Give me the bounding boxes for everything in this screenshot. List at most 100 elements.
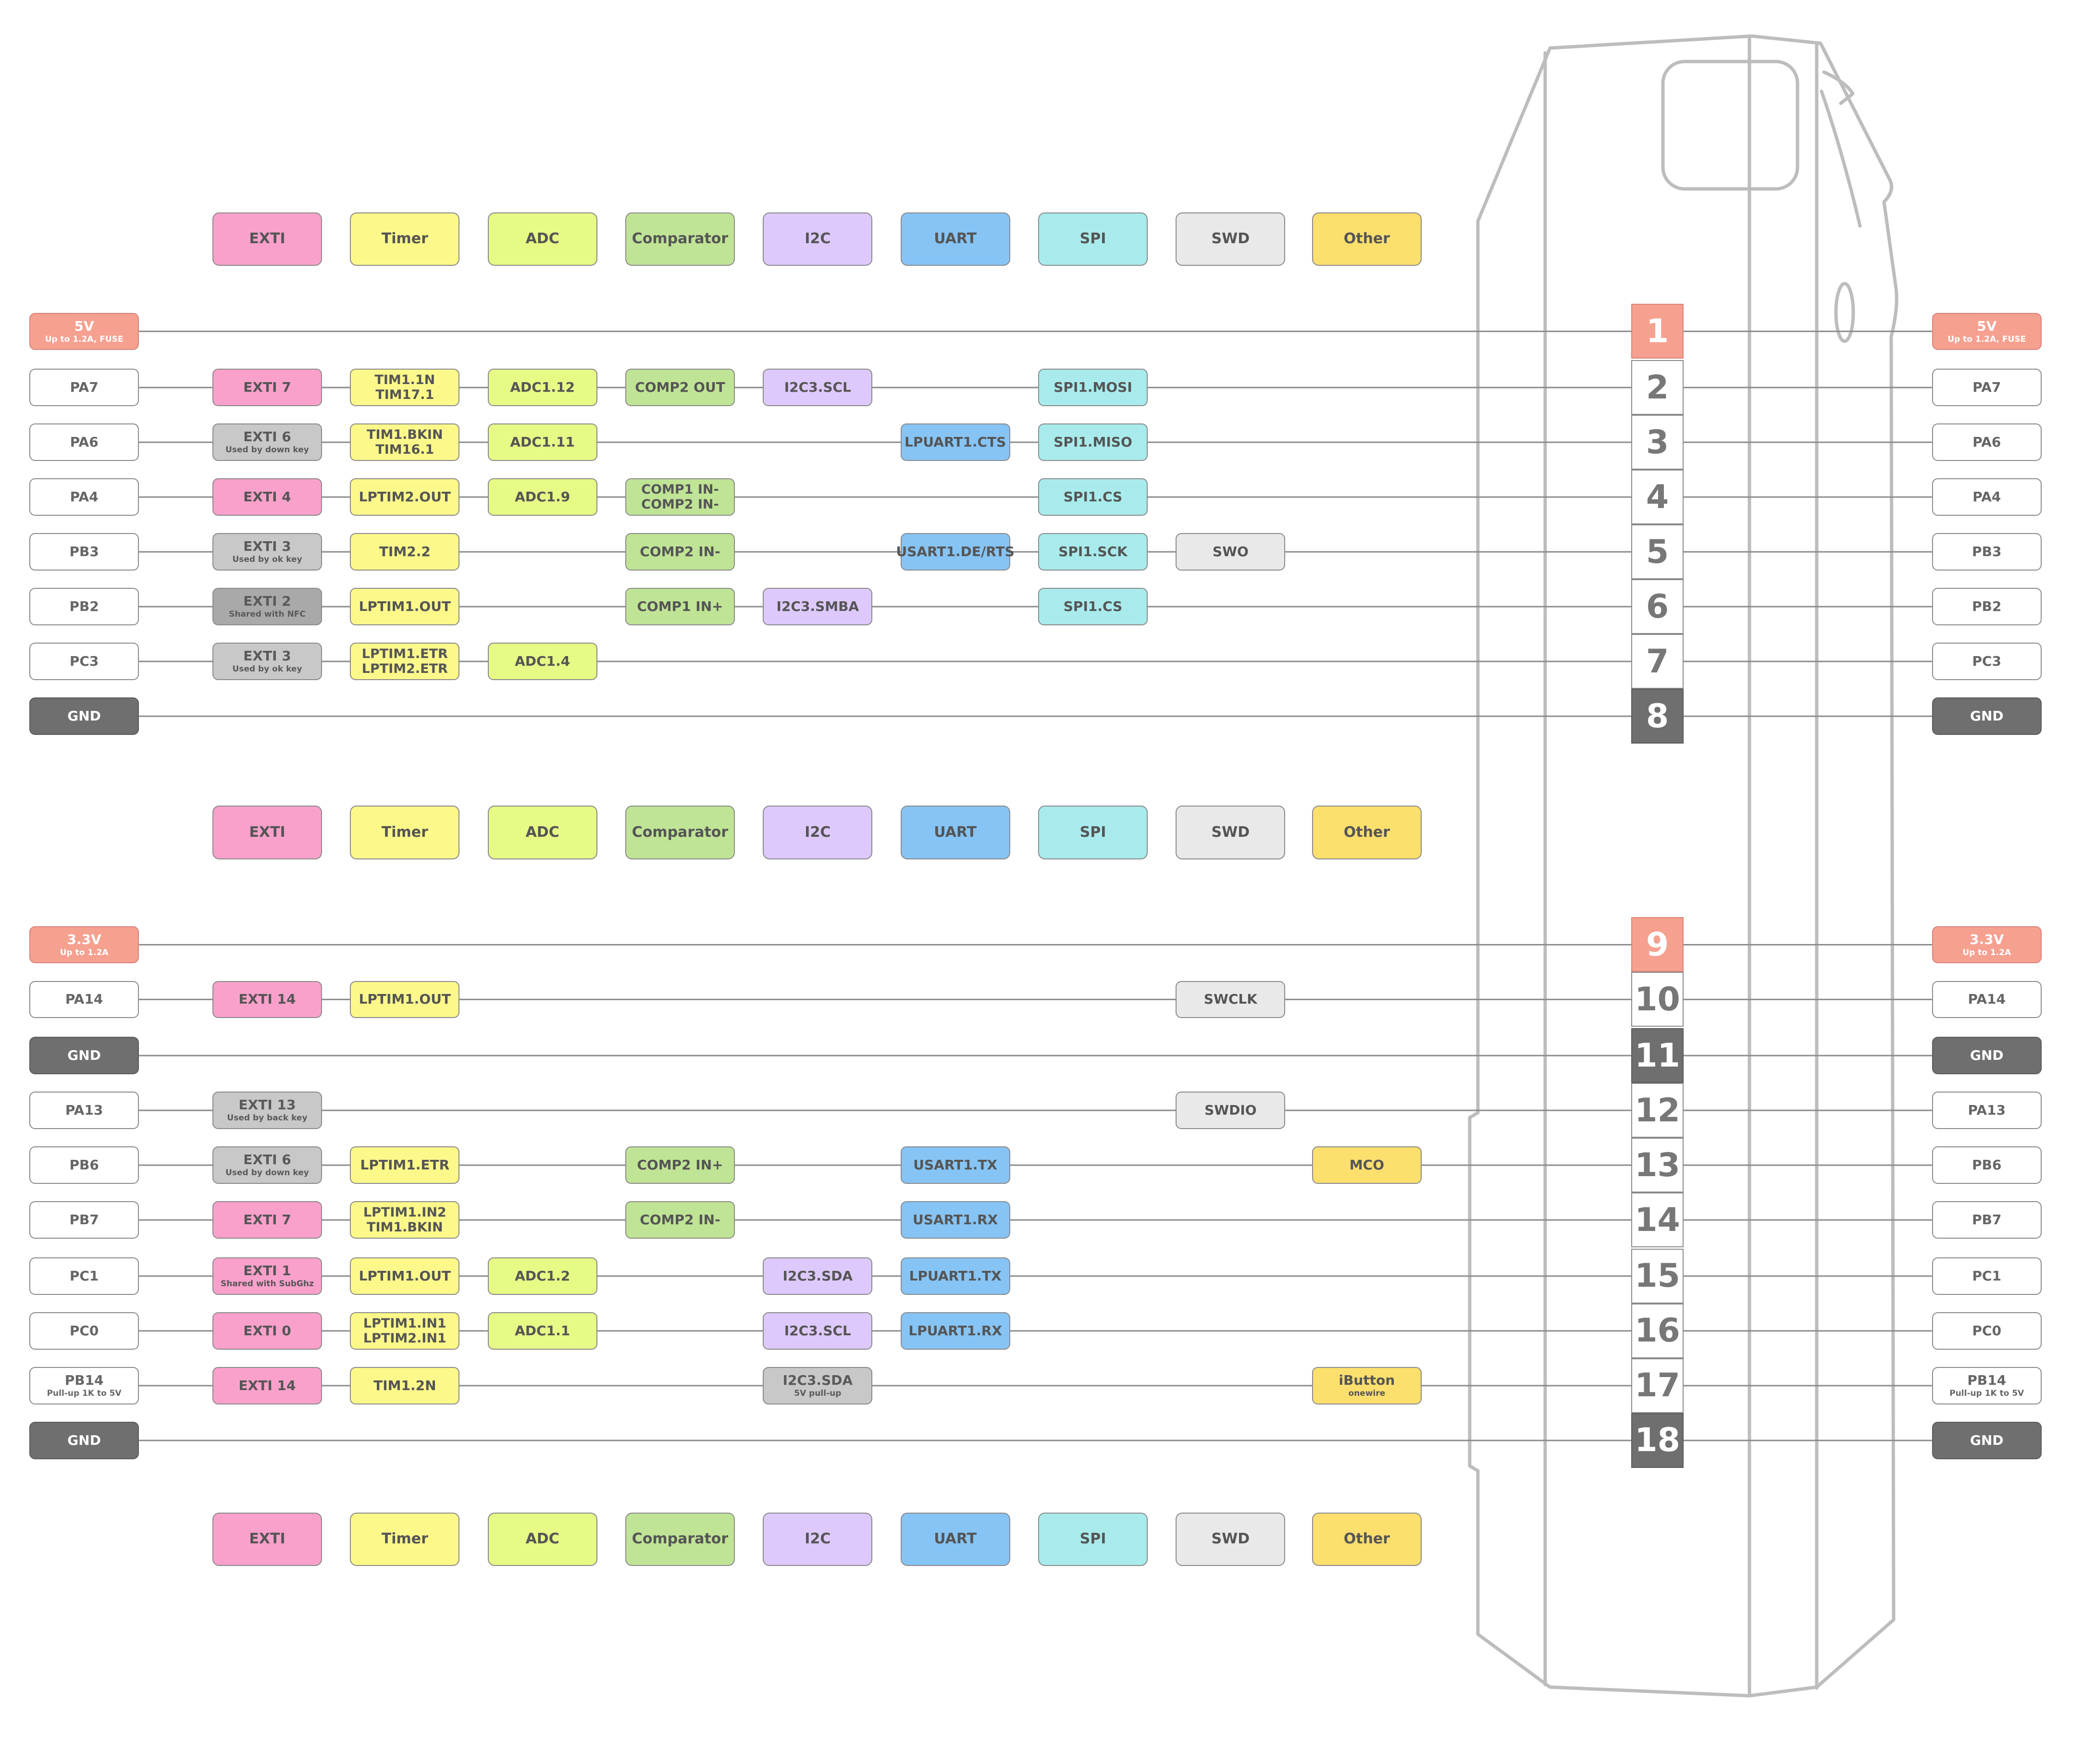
pin-label-left-label: GND xyxy=(67,1432,101,1448)
legend-comparator: Comparator xyxy=(625,806,735,859)
legend-label: Timer xyxy=(381,1530,428,1548)
pin-label-left-label: PA6 xyxy=(70,434,99,450)
func-timer: TIM1.2N xyxy=(350,1366,460,1404)
legend-adc: ADC xyxy=(487,212,597,266)
pin-label-left-label: PC0 xyxy=(69,1322,99,1339)
pin-label-left-note: Up to 1.2A xyxy=(60,947,109,957)
legend-label: ADC xyxy=(525,1530,559,1548)
func-uart: USART1.TX xyxy=(900,1146,1010,1184)
func-exti-shared-label: EXTI 3 xyxy=(243,538,291,555)
pin-number: 16 xyxy=(1631,1303,1684,1358)
func-spi: SPI1.CS xyxy=(1038,478,1148,516)
pin-label-right-label: 5V xyxy=(1977,318,1997,334)
pin-label-left: PA14 xyxy=(29,981,139,1019)
pin-label-left-label: PB7 xyxy=(69,1212,99,1228)
func-timer-label: LPTIM1.OUT xyxy=(359,1267,451,1284)
func-timer: LPTIM1.OUT xyxy=(350,588,460,626)
legend-spi: SPI xyxy=(1038,212,1148,266)
func-other: MCO xyxy=(1312,1146,1422,1184)
func-timer-label: LPTIM2.OUT xyxy=(359,489,451,505)
pin-label-right: PB7 xyxy=(1932,1201,2042,1239)
pin-label-right: PC1 xyxy=(1932,1257,2042,1295)
legend-timer: Timer xyxy=(350,1512,460,1566)
pin-label-right-label: PB6 xyxy=(1972,1157,2002,1173)
func-i2c-label: I2C3.SMBA xyxy=(776,598,859,614)
func-adc-label: ADC1.9 xyxy=(515,489,570,505)
func-exti: EXTI 7 xyxy=(212,1201,322,1239)
pin-number: 13 xyxy=(1631,1138,1684,1193)
func-exti-shared-note: Used by ok key xyxy=(232,555,302,565)
pin-label-left-label: GND xyxy=(67,708,101,724)
func-exti-label: EXTI 7 xyxy=(243,1212,291,1228)
pin-label-right: GND xyxy=(1932,1037,2042,1075)
pin-label-left-label: 3.3V xyxy=(67,931,101,947)
legend-label: ADC xyxy=(525,230,559,248)
func-i2c: I2C3.SCL xyxy=(763,369,873,407)
pin-number: 14 xyxy=(1631,1193,1684,1248)
func-spi: SPI1.CS xyxy=(1038,588,1148,626)
func-uart-label: USART1.TX xyxy=(913,1157,998,1173)
pin-number: 6 xyxy=(1631,579,1684,634)
func-swd-label: SWCLK xyxy=(1203,991,1257,1007)
func-spi: SPI1.SCK xyxy=(1038,533,1148,571)
func-comparator-label: COMP1 IN+ xyxy=(637,598,723,614)
func-spi: SPI1.MISO xyxy=(1038,423,1148,461)
legend-label: SWD xyxy=(1211,823,1250,841)
pin-label-left-label: GND xyxy=(67,1047,101,1064)
func-comparator-label: COMP2 IN- xyxy=(641,497,719,512)
legend-adc: ADC xyxy=(487,1512,597,1566)
pin-number: 10 xyxy=(1631,972,1684,1027)
func-i2c: I2C3.SCL xyxy=(763,1312,873,1350)
func-exti-shared-label: EXTI 3 xyxy=(243,648,291,664)
pin-number: 1 xyxy=(1631,304,1684,359)
func-timer: TIM2.2 xyxy=(350,533,460,571)
pin-label-right-note: Up to 1.2A xyxy=(1962,947,2011,957)
pin-label-right-note: Up to 1.2A, FUSE xyxy=(1947,334,2026,344)
legend-swd: SWD xyxy=(1176,1512,1286,1566)
func-comparator-label: COMP2 IN- xyxy=(640,1212,720,1228)
func-timer-label: TIM1.BKIN xyxy=(367,1220,443,1235)
pin-label-left: PC0 xyxy=(29,1312,139,1350)
pin-label-right: PA4 xyxy=(1932,478,2042,516)
legend-label: UART xyxy=(934,230,977,248)
pin-label-right-label: PA4 xyxy=(1972,489,2001,505)
legend-uart: UART xyxy=(900,212,1010,266)
func-adc: ADC1.2 xyxy=(487,1257,597,1295)
func-timer-label: TIM2.2 xyxy=(379,544,431,560)
func-timer-label: LPTIM1.OUT xyxy=(359,991,451,1007)
pin-label-left-note: Pull-up 1K to 5V xyxy=(47,1389,122,1399)
func-comparator: COMP2 IN- xyxy=(625,1201,735,1239)
legend-swd: SWD xyxy=(1176,212,1286,266)
func-i2c-gray-label: I2C3.SDA xyxy=(782,1372,853,1388)
func-timer-label: LPTIM1.ETR xyxy=(360,1157,450,1173)
func-adc-label: ADC1.4 xyxy=(515,653,570,669)
func-uart: LPUART1.RX xyxy=(900,1312,1010,1350)
legend-label: Comparator xyxy=(632,230,729,248)
func-other-note: onewire xyxy=(1348,1389,1386,1399)
func-exti-label: EXTI 14 xyxy=(238,1377,296,1393)
legend-label: Timer xyxy=(381,823,428,841)
func-i2c-label: I2C3.SCL xyxy=(784,379,851,396)
func-exti-shared-note: Used by down key xyxy=(225,1168,309,1178)
func-uart: USART1.DE/RTS xyxy=(896,533,1015,571)
func-timer: LPTIM1.OUT xyxy=(350,981,460,1019)
legend-other: Other xyxy=(1312,806,1422,859)
legend-i2c: I2C xyxy=(763,212,873,266)
func-other-label: iButton xyxy=(1339,1372,1395,1388)
func-exti-shared-label: EXTI 13 xyxy=(238,1097,296,1113)
pin-label-right: PA7 xyxy=(1932,369,2042,407)
func-spi-label: SPI1.MOSI xyxy=(1054,379,1132,396)
func-exti-shared-note: Used by down key xyxy=(225,445,309,455)
